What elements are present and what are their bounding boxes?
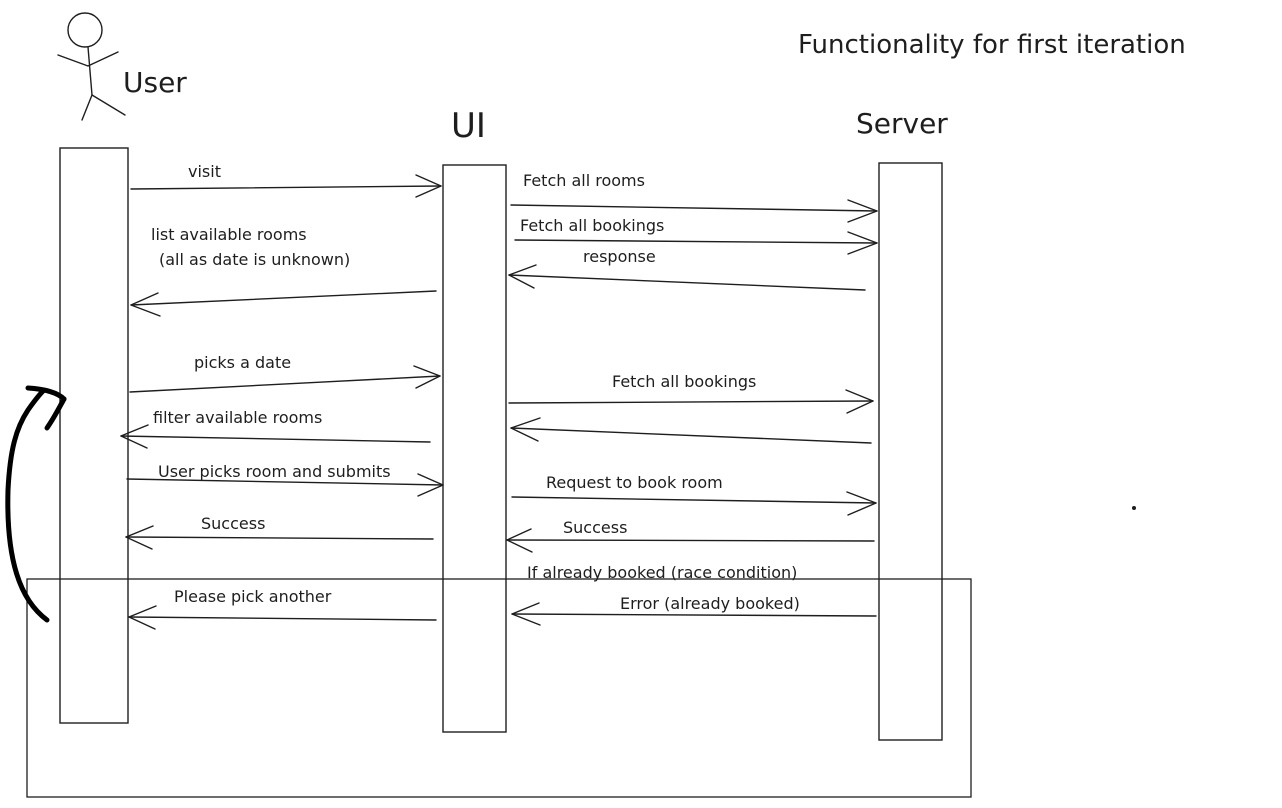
message-label-error-booked: Error (already booked) (620, 594, 800, 613)
message-label-picks-date: picks a date (194, 353, 291, 372)
message-visit: visit (130, 162, 442, 198)
loop-back-arrow-icon (5, 385, 67, 623)
message-success-ui: Success (125, 514, 434, 550)
message-label-fetch-bookings-1: Fetch all bookings (520, 216, 664, 235)
message-label-picks-room: User picks room and submits (158, 462, 391, 481)
lifeline-ui (442, 164, 507, 733)
message-error-booked: Error (already booked) (511, 594, 877, 626)
message-pick-another: Please pick another (128, 587, 437, 630)
race-condition-frame (26, 578, 972, 798)
message-label-fetch-rooms: Fetch all rooms (523, 171, 645, 190)
frame-label: If already booked (race condition) (527, 563, 797, 582)
message-fetch-rooms: Fetch all rooms (510, 171, 878, 223)
message-label-success-server: Success (563, 518, 627, 537)
message-label-fetch-bookings-2: Fetch all bookings (612, 372, 756, 391)
message-picks-date: picks a date (129, 353, 441, 393)
message-label-filter-rooms: filter available rooms (153, 408, 322, 427)
message-fetch-bookings-2: Fetch all bookings (508, 372, 874, 414)
message-label-list-rooms: list available rooms (all as date is unk… (151, 225, 350, 269)
message-fetch-bookings-1: Fetch all bookings (514, 216, 878, 255)
lifeline-user (59, 147, 129, 724)
message-success-server: Success (506, 518, 875, 553)
participant-label-ui: UI (451, 106, 486, 146)
message-request-book: Request to book room (511, 473, 877, 516)
message-list-rooms: list available rooms (all as date is unk… (130, 225, 437, 317)
message-label-response: response (583, 247, 656, 266)
stick-figure-icon (57, 12, 126, 121)
message-label-pick-another: Please pick another (174, 587, 332, 606)
diagram-title: Functionality for first iteration (798, 30, 1186, 60)
message-label-visit: visit (188, 162, 221, 181)
stray-dot (1132, 506, 1136, 510)
message-bookings-return (510, 417, 872, 444)
message-label-request-book: Request to book room (546, 473, 723, 492)
message-picks-room: User picks room and submits (126, 462, 444, 497)
message-label-success-ui: Success (201, 514, 265, 533)
participant-label-server: Server (856, 107, 948, 140)
actor-label: User (123, 66, 187, 99)
message-response: response (508, 247, 866, 291)
message-filter-rooms: filter available rooms (120, 408, 431, 449)
lifeline-server (878, 162, 943, 741)
